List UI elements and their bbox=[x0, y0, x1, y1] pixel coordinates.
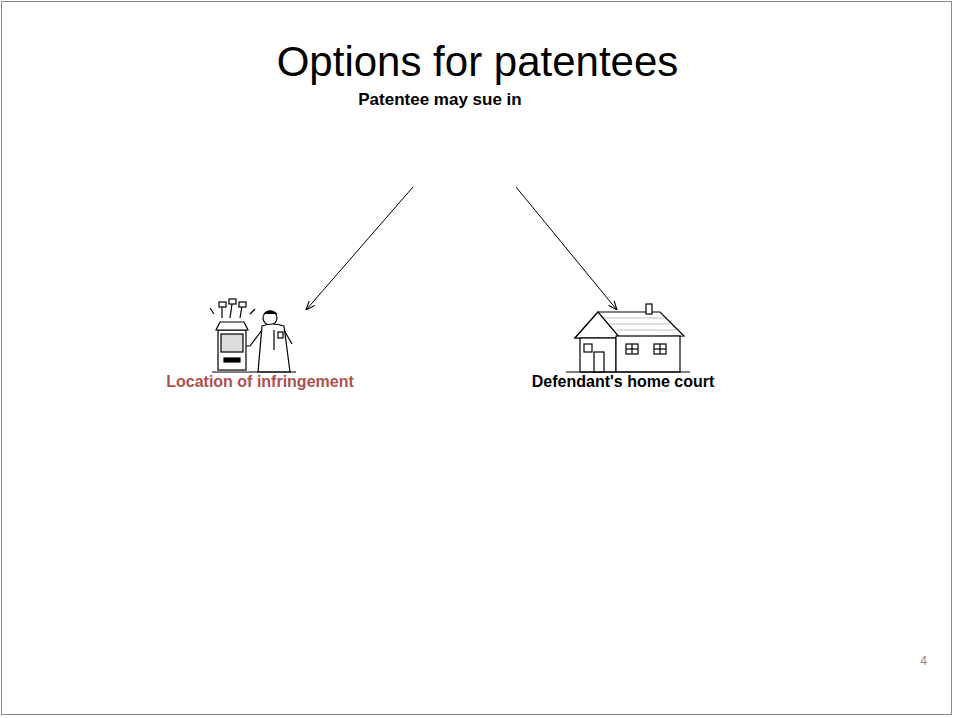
option-item: Location of infringement bbox=[166, 310, 354, 391]
house-illustration bbox=[566, 304, 690, 372]
cashier-illustration bbox=[210, 299, 296, 372]
arrow-connector bbox=[516, 187, 617, 310]
node-text: Location of infringement bbox=[166, 373, 354, 391]
arrow-connector bbox=[306, 187, 413, 310]
node-text: Patentee may sue in bbox=[358, 90, 521, 110]
slide-title: Options for patentees bbox=[0, 38, 955, 86]
option-item: Defendant's home court bbox=[532, 310, 715, 391]
node-text: Defendant's home court bbox=[532, 373, 715, 391]
page-number: 4 bbox=[920, 654, 927, 668]
source-label: Patentee may sue in bbox=[358, 90, 521, 110]
